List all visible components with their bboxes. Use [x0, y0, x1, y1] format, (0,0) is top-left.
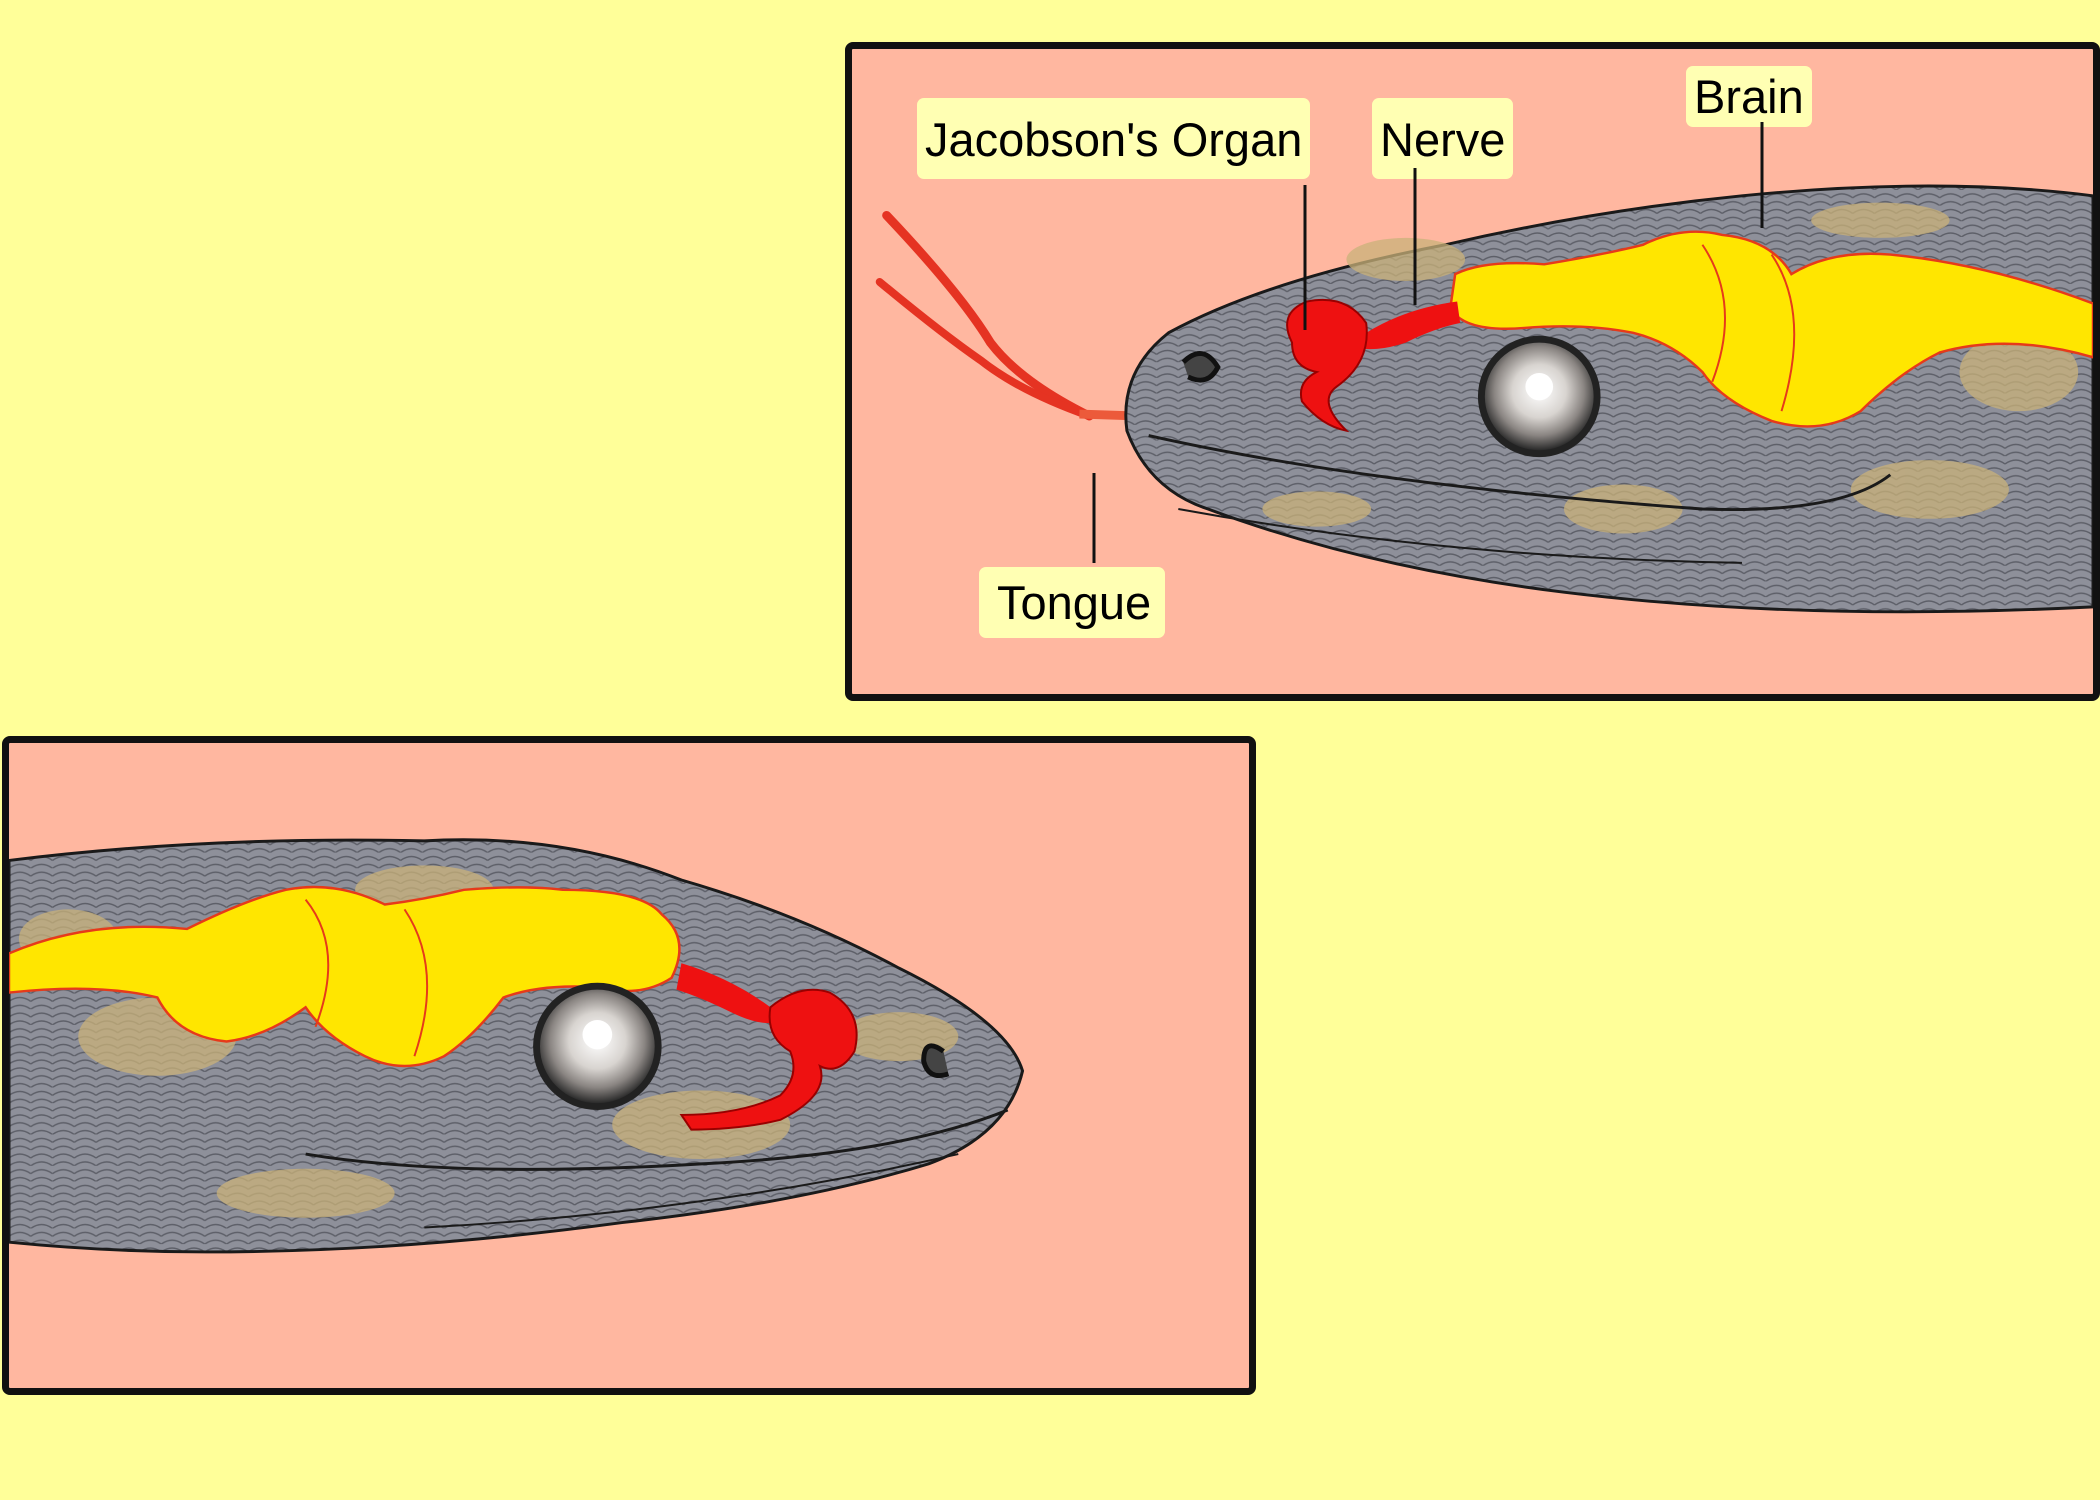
brain-bottom: [9, 885, 681, 1068]
bottom-panel: [2, 736, 1256, 1395]
eye: [1477, 335, 1601, 458]
snake-body-top: [1124, 184, 2093, 614]
label-tongue: Tongue: [979, 567, 1166, 638]
label-brain: Brain: [1686, 66, 1812, 127]
jacobsons-organ: [1286, 298, 1368, 433]
eye-bottom: [533, 982, 662, 1111]
snake-head-illustration-top: [875, 184, 2093, 614]
snake-head-illustration-bottom: [9, 838, 1025, 1254]
label-jacobsons-organ: Jacobson's Organ: [917, 98, 1311, 179]
label-nerve: Nerve: [1372, 98, 1514, 179]
nerve: [1356, 301, 1461, 350]
jacobsons-organ-bottom: [679, 988, 858, 1131]
brain: [1448, 230, 2093, 428]
